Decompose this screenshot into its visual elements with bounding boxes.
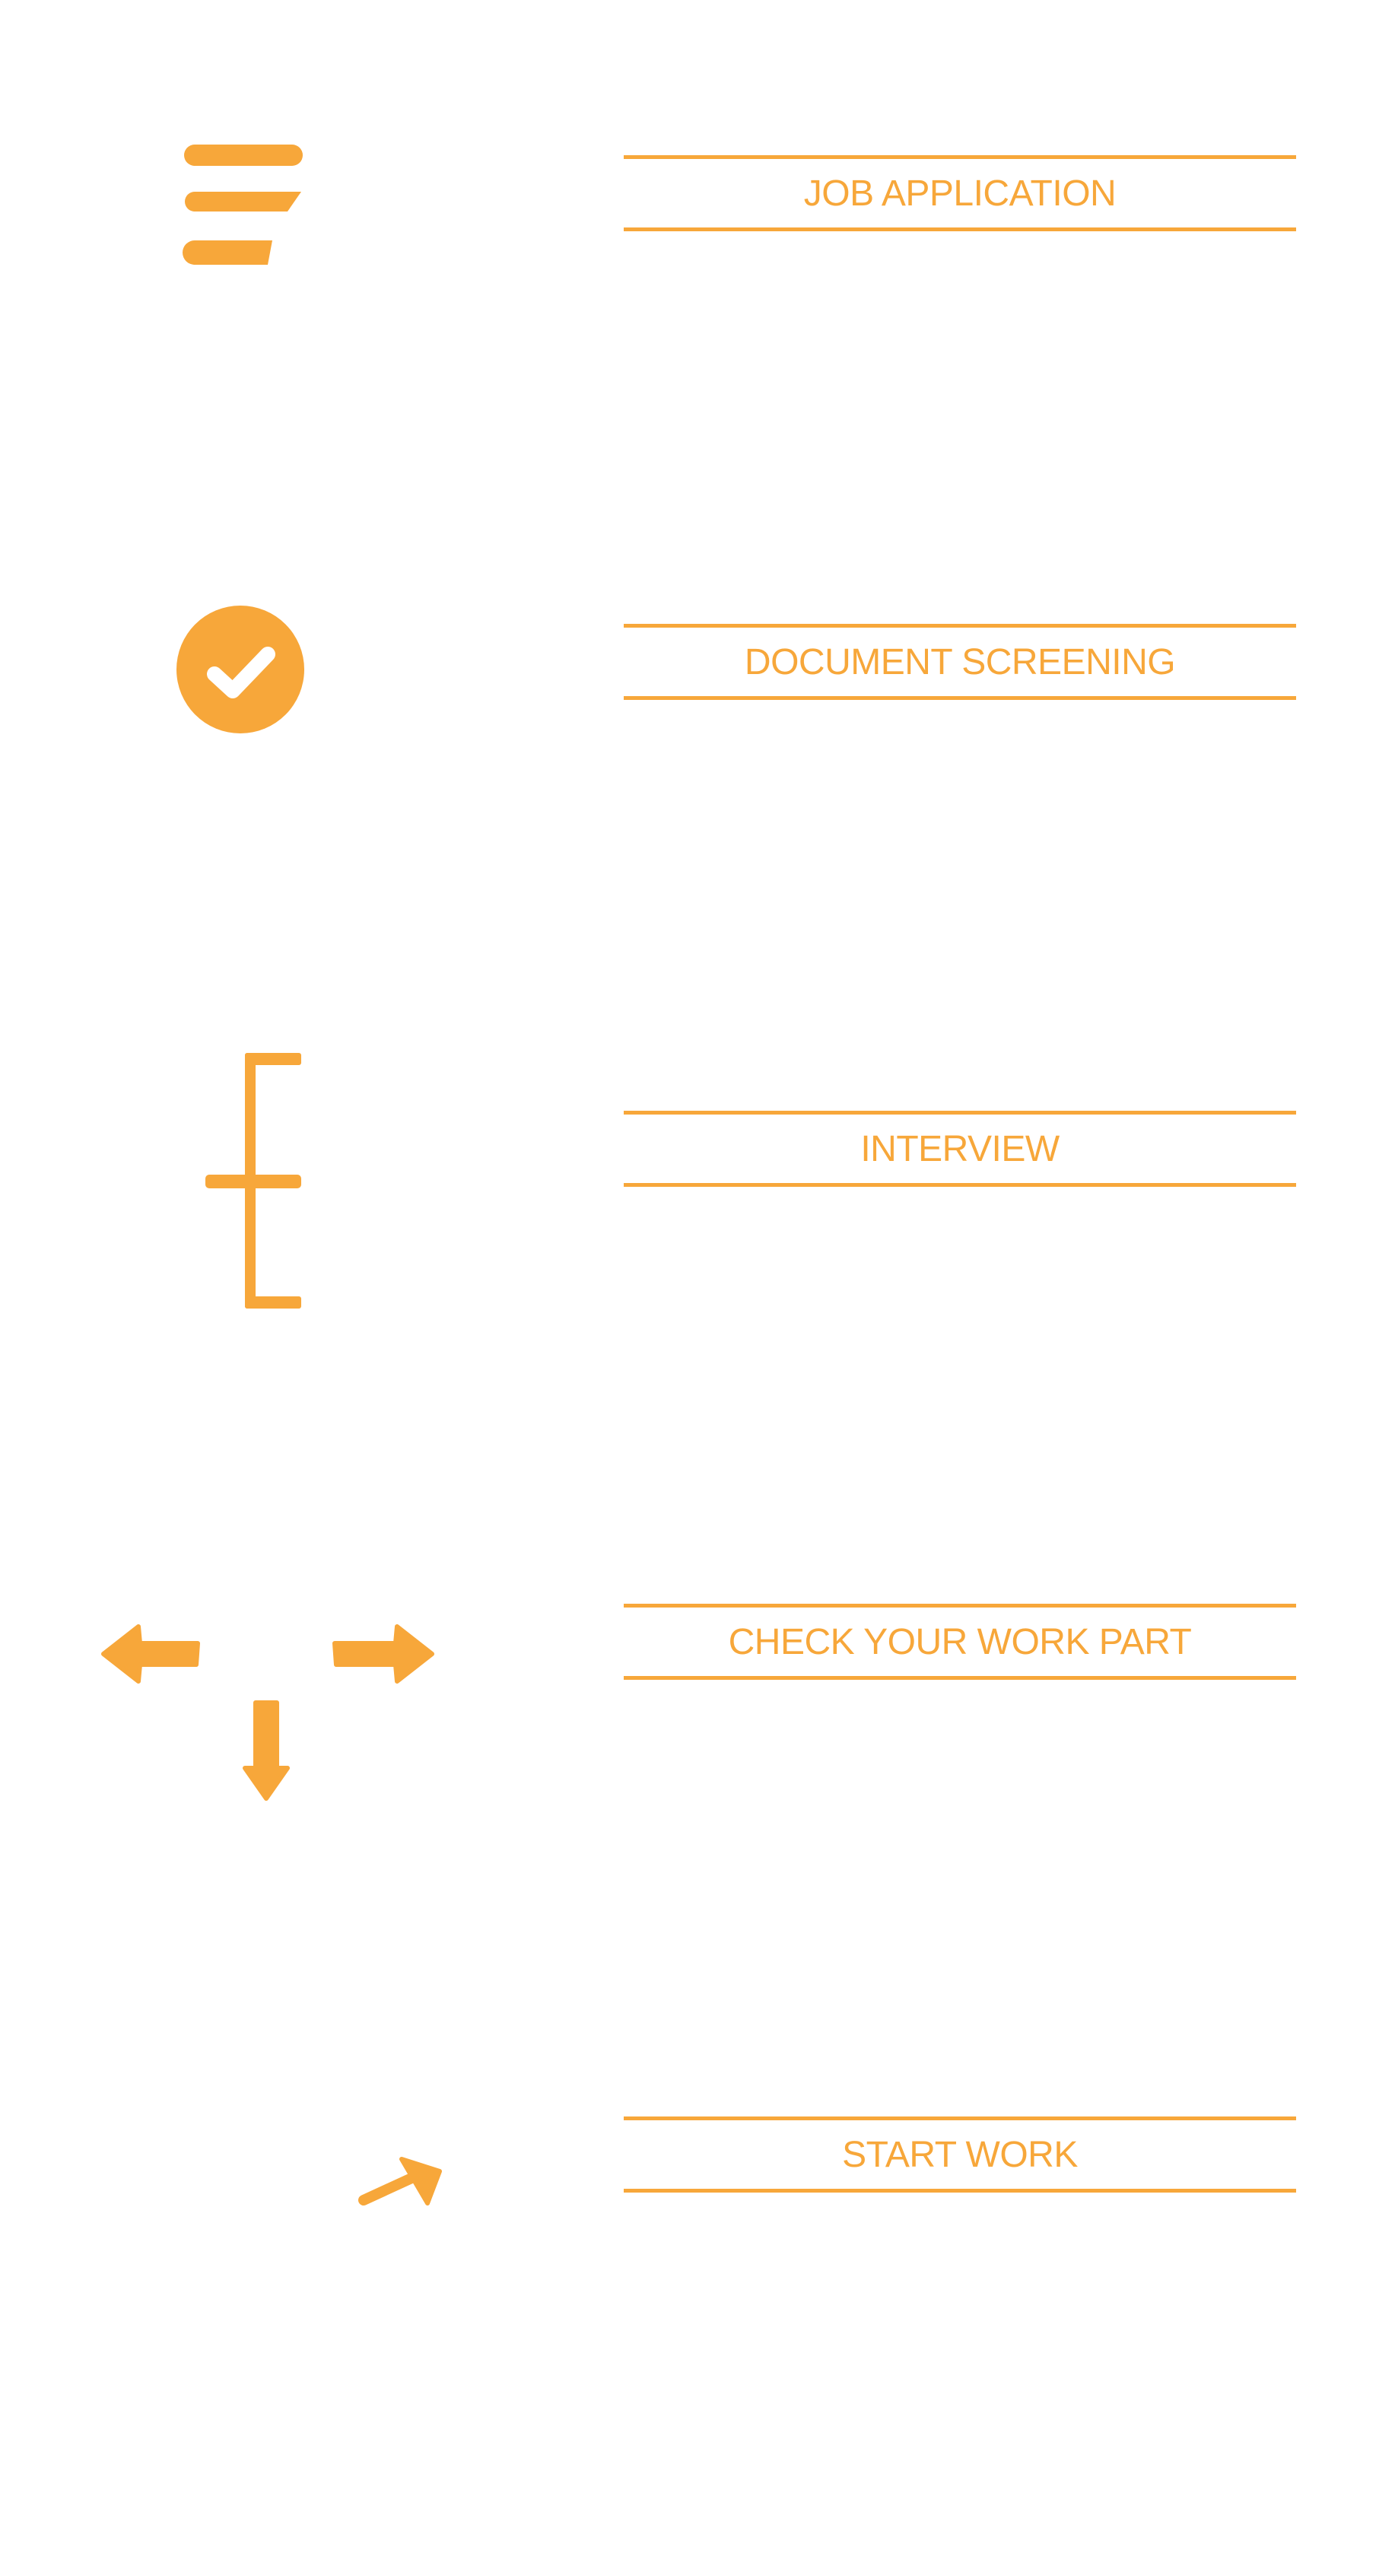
- step-interview: INTERVIEW: [624, 1111, 1296, 1187]
- step-label: START WORK: [842, 2134, 1078, 2175]
- step-document-screening: DOCUMENT SCREENING: [624, 624, 1296, 700]
- step-label: DOCUMENT SCREENING: [744, 641, 1176, 682]
- step-label: INTERVIEW: [860, 1128, 1060, 1169]
- bracket-icon: [205, 1053, 301, 1309]
- directions-arrows-icon: [101, 1624, 434, 1801]
- step-label: JOB APPLICATION: [803, 173, 1117, 214]
- step-label: CHECK YOUR WORK PART: [728, 1621, 1192, 1662]
- check-circle-icon: [176, 606, 304, 733]
- step-check-your-work-part: CHECK YOUR WORK PART: [624, 1604, 1296, 1680]
- arrow-up-right-icon: [358, 2157, 442, 2206]
- step-start-work: START WORK: [624, 2116, 1296, 2193]
- lines-icon: [183, 145, 303, 265]
- step-job-application: JOB APPLICATION: [624, 155, 1296, 231]
